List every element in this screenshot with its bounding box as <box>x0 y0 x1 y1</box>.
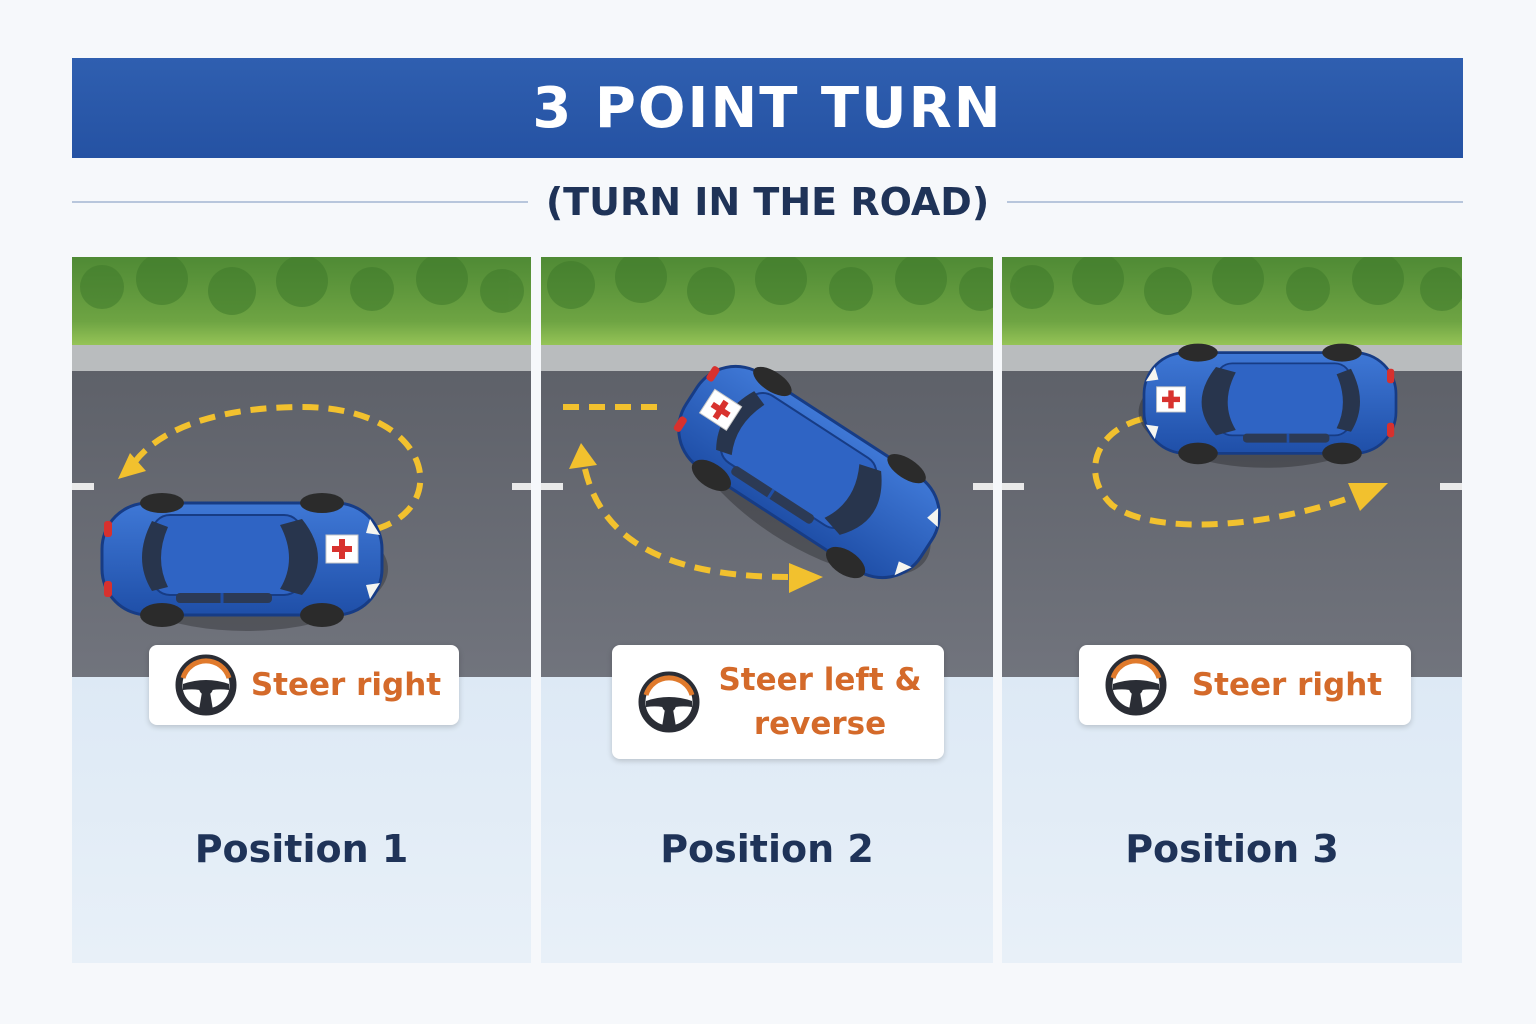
position-label: Position 3 <box>1125 827 1339 871</box>
car-position-3 <box>1137 342 1398 470</box>
instruction-text: Steer left & reverse <box>718 662 922 742</box>
subtitle-rule-right <box>1007 201 1464 203</box>
steering-wheel-icon <box>175 654 237 716</box>
arrow-head <box>118 453 146 479</box>
scene-position-3 <box>1002 257 1462 677</box>
page-subtitle: (TURN IN THE ROAD) <box>545 180 990 224</box>
steering-wheel-icon <box>638 671 700 733</box>
instruction-card: Steer right <box>149 645 459 725</box>
path-arrow <box>127 403 424 532</box>
curb <box>72 345 531 373</box>
steering-wheel-icon <box>1105 654 1167 716</box>
instruction-card: Steer right <box>1079 645 1411 725</box>
instruction-card: Steer left & reverse <box>612 645 944 759</box>
instruction-text: Steer right <box>250 667 442 703</box>
scene-position-2 <box>541 257 993 677</box>
arrow-head <box>1348 483 1388 511</box>
arrow-head <box>789 563 823 593</box>
panel-position-2: Steer left & reverse Position 2 <box>541 257 993 963</box>
title-banner: 3 POINT TURN <box>72 58 1463 158</box>
scene-position-1 <box>72 257 531 677</box>
position-label: Position 1 <box>194 827 409 871</box>
subtitle-row: (TURN IN THE ROAD) <box>72 172 1464 232</box>
arrow-head <box>569 443 597 469</box>
position-label: Position 2 <box>660 827 874 871</box>
panel-position-1: Steer right Position 1 <box>72 257 531 963</box>
car-position-1 <box>100 491 390 633</box>
panel-position-3: Steer right Position 3 <box>1002 257 1462 963</box>
subtitle-rule-left <box>72 201 528 203</box>
page-title: 3 POINT TURN <box>532 75 1003 141</box>
instruction-text: Steer right <box>1191 667 1383 703</box>
